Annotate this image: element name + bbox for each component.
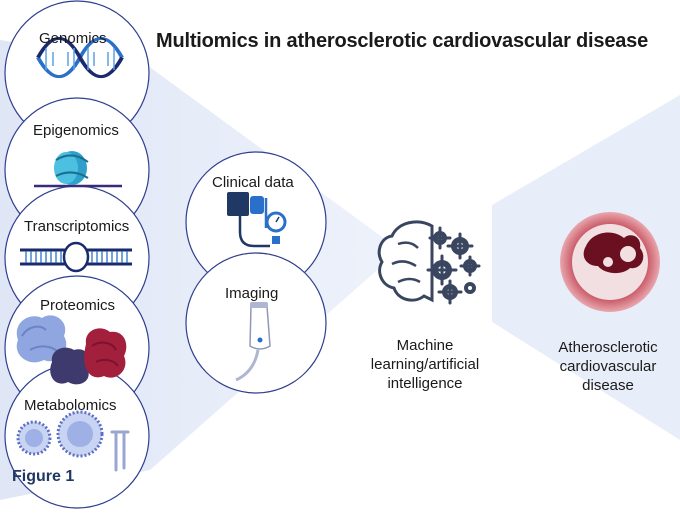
- proteomics-label: Proteomics: [40, 297, 116, 314]
- diagram-title: Multiomics in atherosclerotic cardiovasc…: [156, 30, 649, 52]
- ultrasound-probe-icon: [235, 302, 271, 382]
- transcription-bubble-icon: [20, 241, 132, 273]
- brain-gears-icon: [377, 220, 481, 305]
- metabolomics-label: Metabolomics: [24, 397, 117, 414]
- nucleosome-icon: [34, 151, 122, 188]
- protein-structures-icon: [16, 315, 127, 385]
- blood-pressure-monitor-icon: [227, 192, 287, 248]
- outcome-label: Atherosclerotic cardiovascular disease: [558, 339, 658, 394]
- ml-label: Machine learning/artificial intelligence: [370, 337, 480, 392]
- imaging-label: Imaging: [225, 285, 279, 302]
- genomics-label: Genomics: [39, 30, 107, 47]
- epigenomics-label: Epigenomics: [33, 122, 119, 139]
- transcriptomics-label: Transcriptomics: [24, 218, 130, 235]
- clinical-data-label: Clinical data: [212, 174, 294, 191]
- figure-label: Figure 1: [12, 468, 75, 485]
- plaque-artery-icon: [560, 212, 660, 312]
- lipoprotein-particles-icon: [16, 410, 130, 472]
- dna-helix-icon: [36, 37, 124, 78]
